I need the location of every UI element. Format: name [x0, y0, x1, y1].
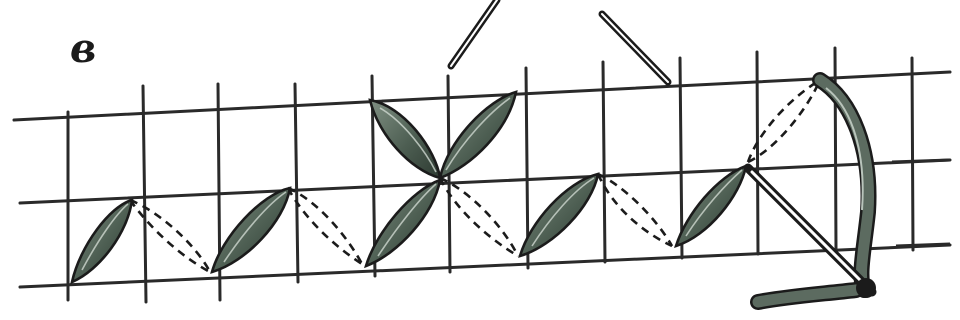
surface-stitches [72, 92, 746, 282]
grid-line-vertical [835, 48, 836, 250]
dashed-stitch-loop [598, 174, 672, 246]
stitch-leaf [520, 174, 598, 256]
stitch-leaf [366, 180, 440, 266]
needle-top-right-icon [602, 14, 668, 82]
stitch-leaf [440, 92, 516, 178]
stitch-leaf [212, 188, 290, 272]
grid-horizontal-lines [14, 72, 950, 287]
grid-right-ticks [892, 160, 950, 246]
stitch-leaf [370, 100, 440, 178]
dashed-stitch-loop [130, 200, 210, 272]
stitch-leaf [72, 200, 132, 282]
grid-line-vertical [680, 58, 682, 258]
dashed-stitch-loop [440, 178, 518, 256]
grid-line-vertical [295, 84, 298, 282]
grid-line-vertical [757, 52, 758, 254]
figure-label: в [70, 25, 96, 72]
grid-line-vertical [603, 62, 605, 262]
grid-line-bottom [20, 245, 950, 287]
grid-line-vertical [912, 58, 913, 250]
grid-line-middle [20, 160, 950, 203]
needle-working-icon [748, 168, 876, 298]
grid-line-vertical [143, 86, 146, 302]
dashed-stitch-loop [288, 188, 362, 264]
needle-top-left-icon [451, 0, 497, 66]
